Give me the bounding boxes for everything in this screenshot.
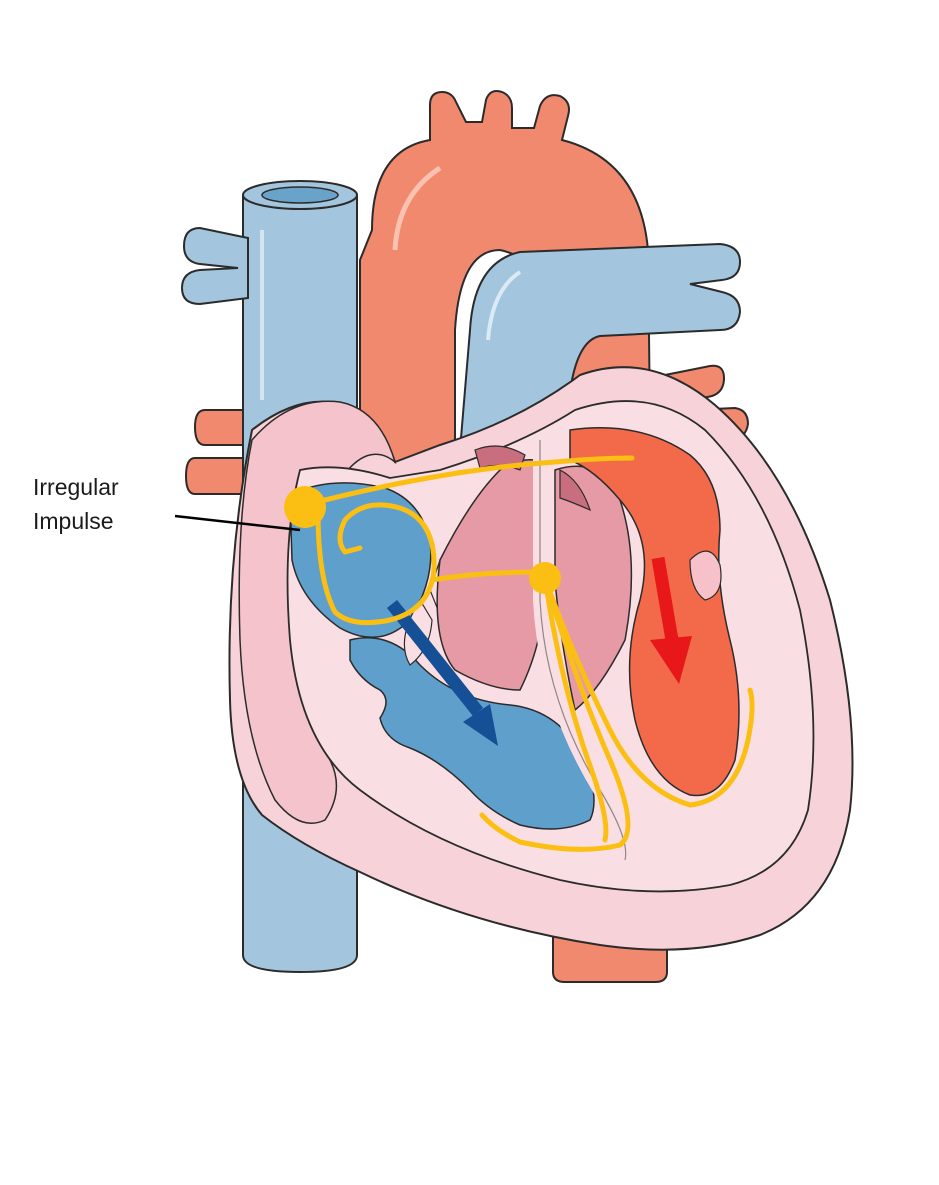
- right-atrium: [289, 482, 432, 639]
- red-flow-arrow: [650, 556, 692, 684]
- papillary-muscle: [689, 550, 722, 601]
- av-node: [529, 562, 561, 594]
- blue-flow-arrow: [386, 599, 498, 746]
- callout-label: Irregular Impulse: [33, 470, 119, 538]
- pulmonary-trunk: [458, 242, 742, 462]
- sa-node: [284, 486, 326, 528]
- callout-leader-line: [174, 514, 301, 532]
- callout-line-2: Impulse: [33, 508, 114, 534]
- left-ventricle: [569, 427, 740, 797]
- aortic-valve-cusps: [474, 445, 591, 512]
- callout-line-1: Irregular: [33, 474, 119, 500]
- conduction-pathway: [302, 455, 755, 852]
- right-pulmonary-artery: [180, 226, 249, 306]
